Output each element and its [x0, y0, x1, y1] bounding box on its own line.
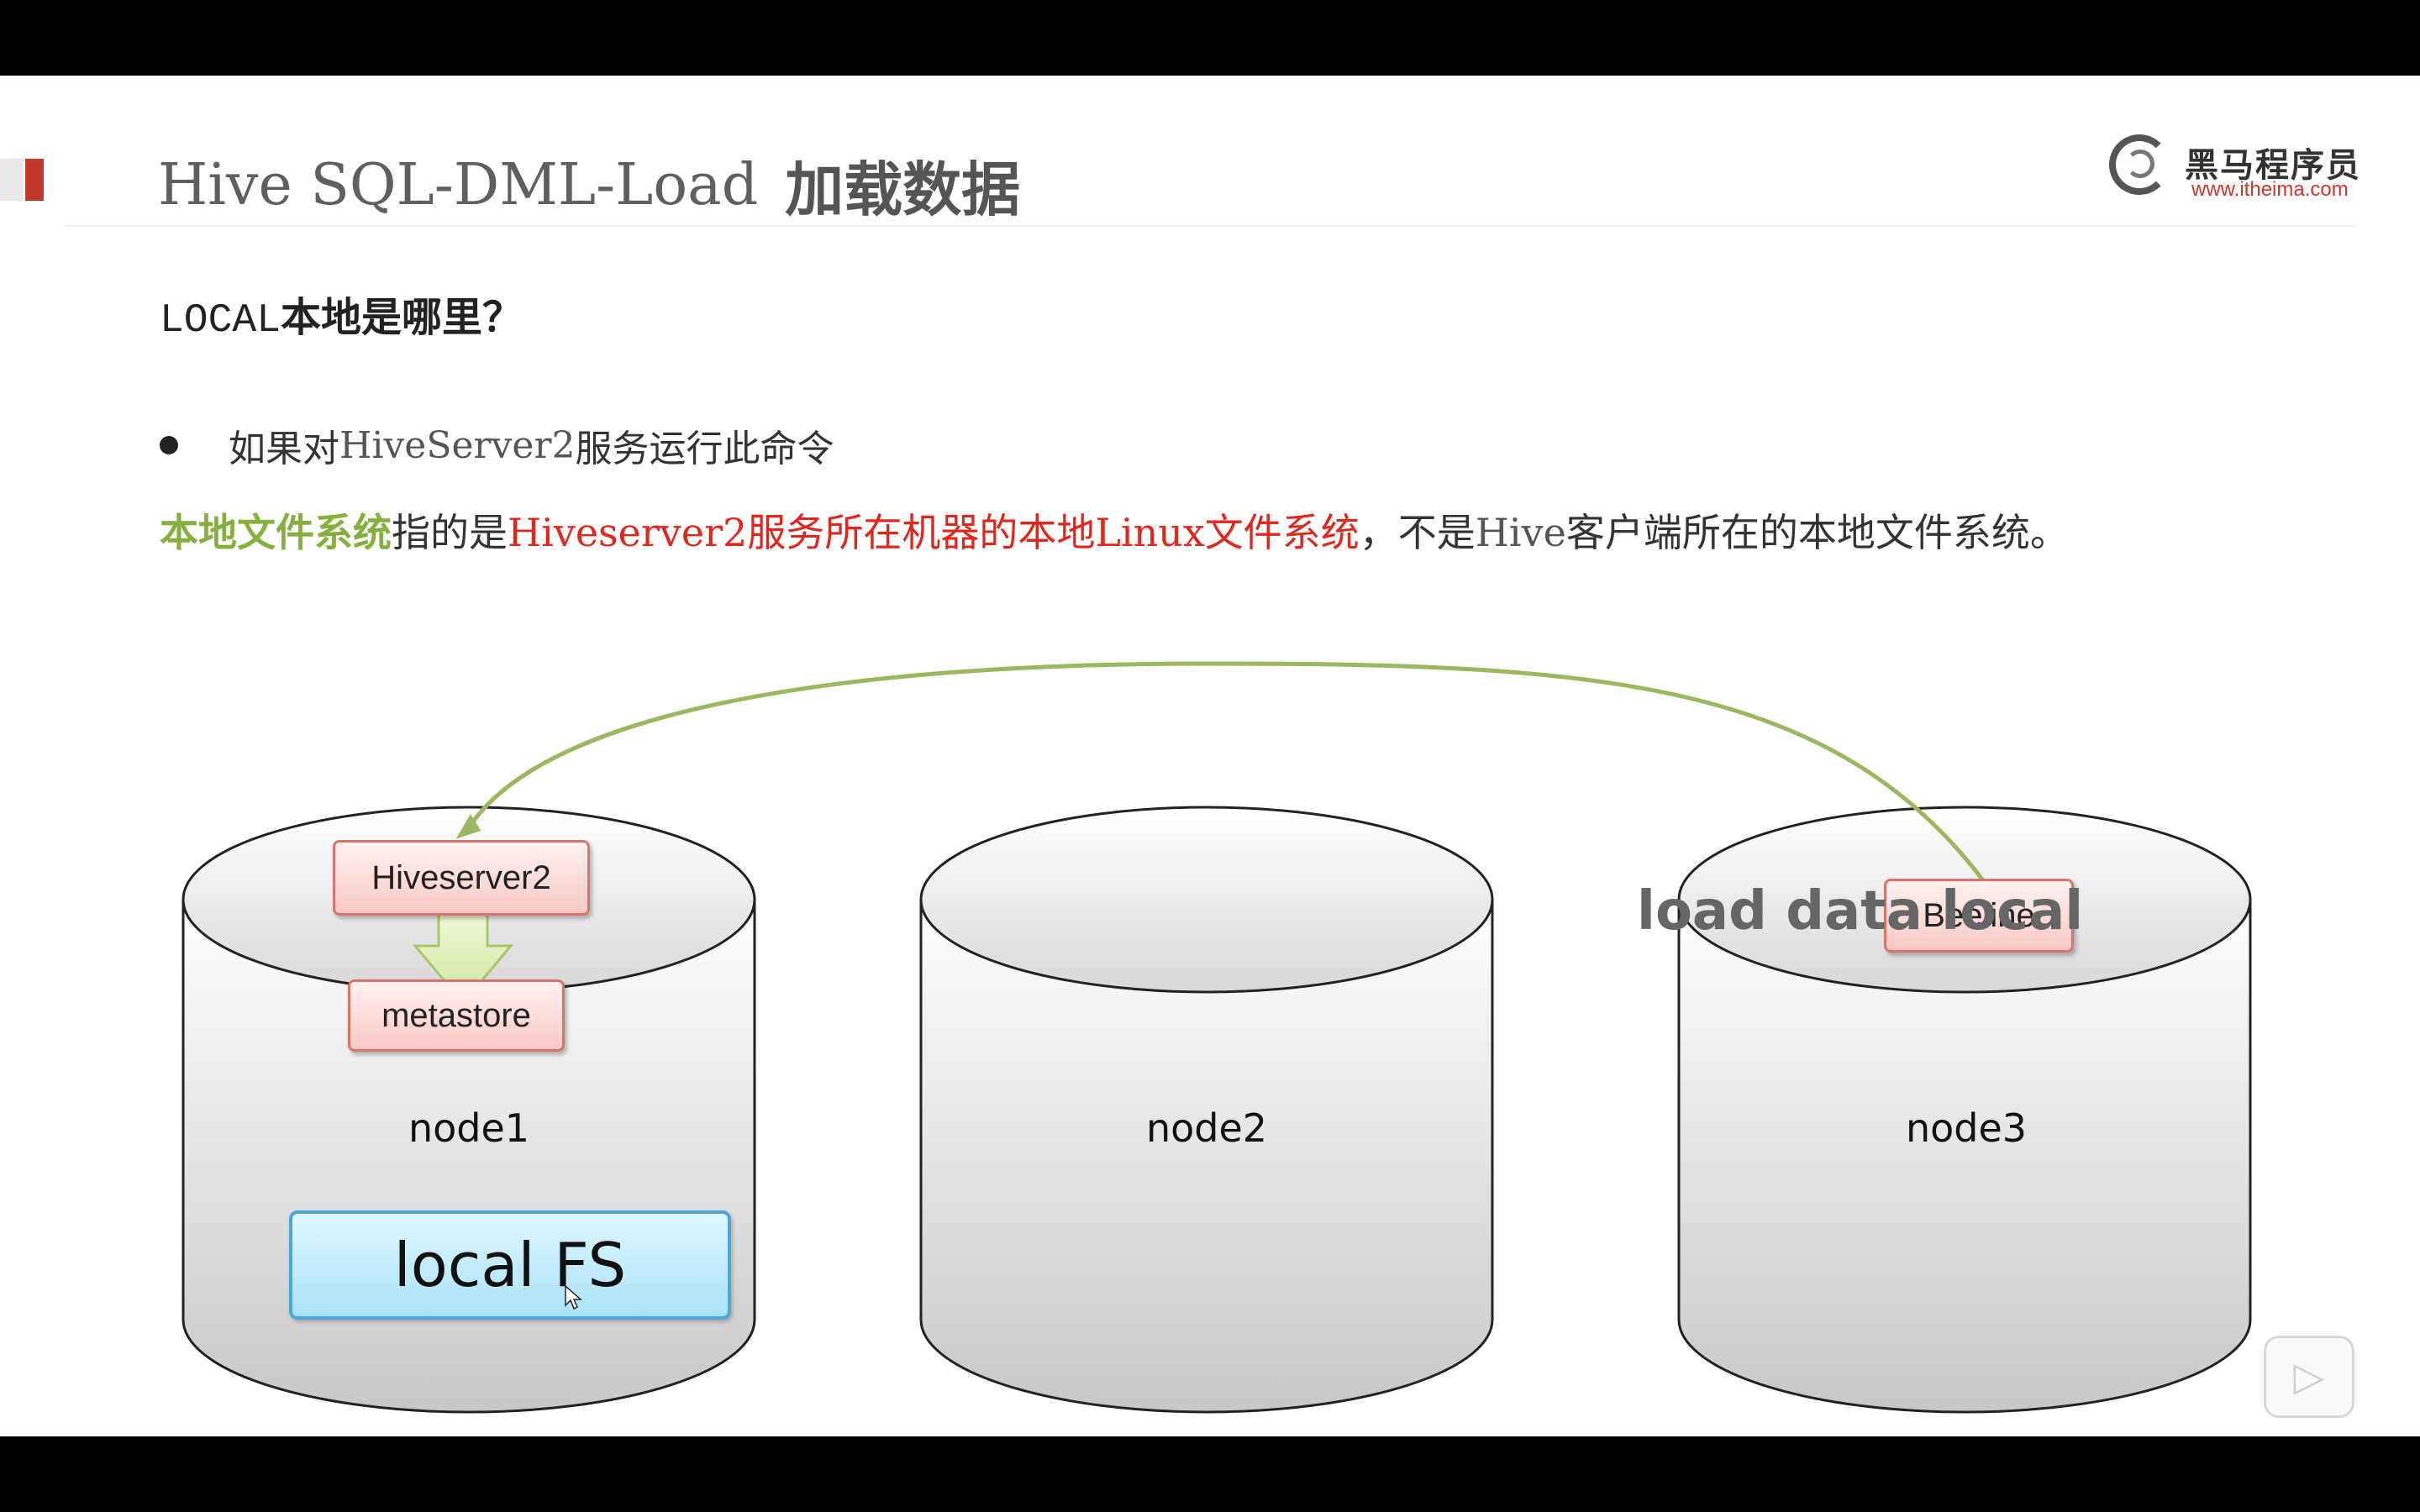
load-data-local-label: load data local — [1637, 880, 2084, 942]
bullet-dot-icon — [160, 436, 178, 454]
logo-inner-ring-icon — [2126, 150, 2154, 178]
title-divider — [66, 225, 2354, 227]
beeline-box: Beeline — [1884, 879, 2074, 953]
desc-green: 本地文件系统 — [160, 510, 392, 555]
subheading-prefix: LOCAL — [160, 298, 281, 344]
desc-tail2: 客户端所在的本地文件系统。 — [1565, 510, 2069, 555]
slide: Hive SQL-DML-Load 加载数据 黑马程序员 www.itheima… — [0, 76, 2420, 1436]
desc-red-cn2: 文件系统 — [1204, 510, 1360, 555]
slide-title: Hive SQL-DML-Load 加载数据 — [158, 143, 1020, 227]
metastore-box: metastore — [348, 979, 565, 1052]
title-prefix: Hive SQL-DML-Load — [158, 151, 759, 218]
title-accent-shadow — [0, 159, 24, 201]
hiveserver2-box: Hiveserver2 — [333, 840, 590, 916]
bullet-pre: 如果对 — [229, 428, 339, 470]
desc-red-mono: Hiveserver2 — [508, 510, 748, 555]
load-arrow-head-icon — [455, 814, 481, 839]
bullet-post: 服务运行此命令 — [575, 428, 834, 470]
logo-url-text: www.itheima.com — [2191, 178, 2349, 201]
desc-tail-mono: Hive — [1475, 510, 1566, 555]
title-accent-bar — [25, 159, 44, 201]
desc-red-mono2: Linux — [1095, 510, 1205, 555]
itheima-logo: 黑马程序员 www.itheima.com — [2107, 126, 2360, 210]
logo-brand-text: 黑马程序员 — [2185, 146, 2361, 185]
play-icon[interactable]: ▷ — [2264, 1336, 2354, 1418]
desc-mid: 指的是 — [392, 510, 508, 555]
node2-label: node2 — [1145, 1105, 1268, 1151]
logo-ring-icon — [2109, 134, 2170, 195]
local-fs-box: local FS — [289, 1210, 731, 1320]
node2-cylinder — [919, 806, 1494, 1414]
node3-label: node3 — [1905, 1105, 2028, 1151]
title-cn: 加载数据 — [785, 155, 1021, 224]
mouse-cursor-icon — [565, 1285, 582, 1310]
node1-label: node1 — [408, 1105, 530, 1151]
subheading: LOCAL本地是哪里？ — [160, 284, 523, 344]
desc-tail1: ，不是 — [1359, 510, 1476, 555]
desc-red-cn1: 服务所在机器的本地 — [747, 510, 1096, 555]
bullet-mono: HiveServer2 — [339, 423, 576, 467]
subheading-text: 本地是哪里？ — [281, 294, 523, 341]
load-arrow-curve — [464, 661, 1985, 882]
description-line: 本地文件系统指的是Hiveserver2服务所在机器的本地Linux文件系统，不… — [160, 502, 2069, 558]
